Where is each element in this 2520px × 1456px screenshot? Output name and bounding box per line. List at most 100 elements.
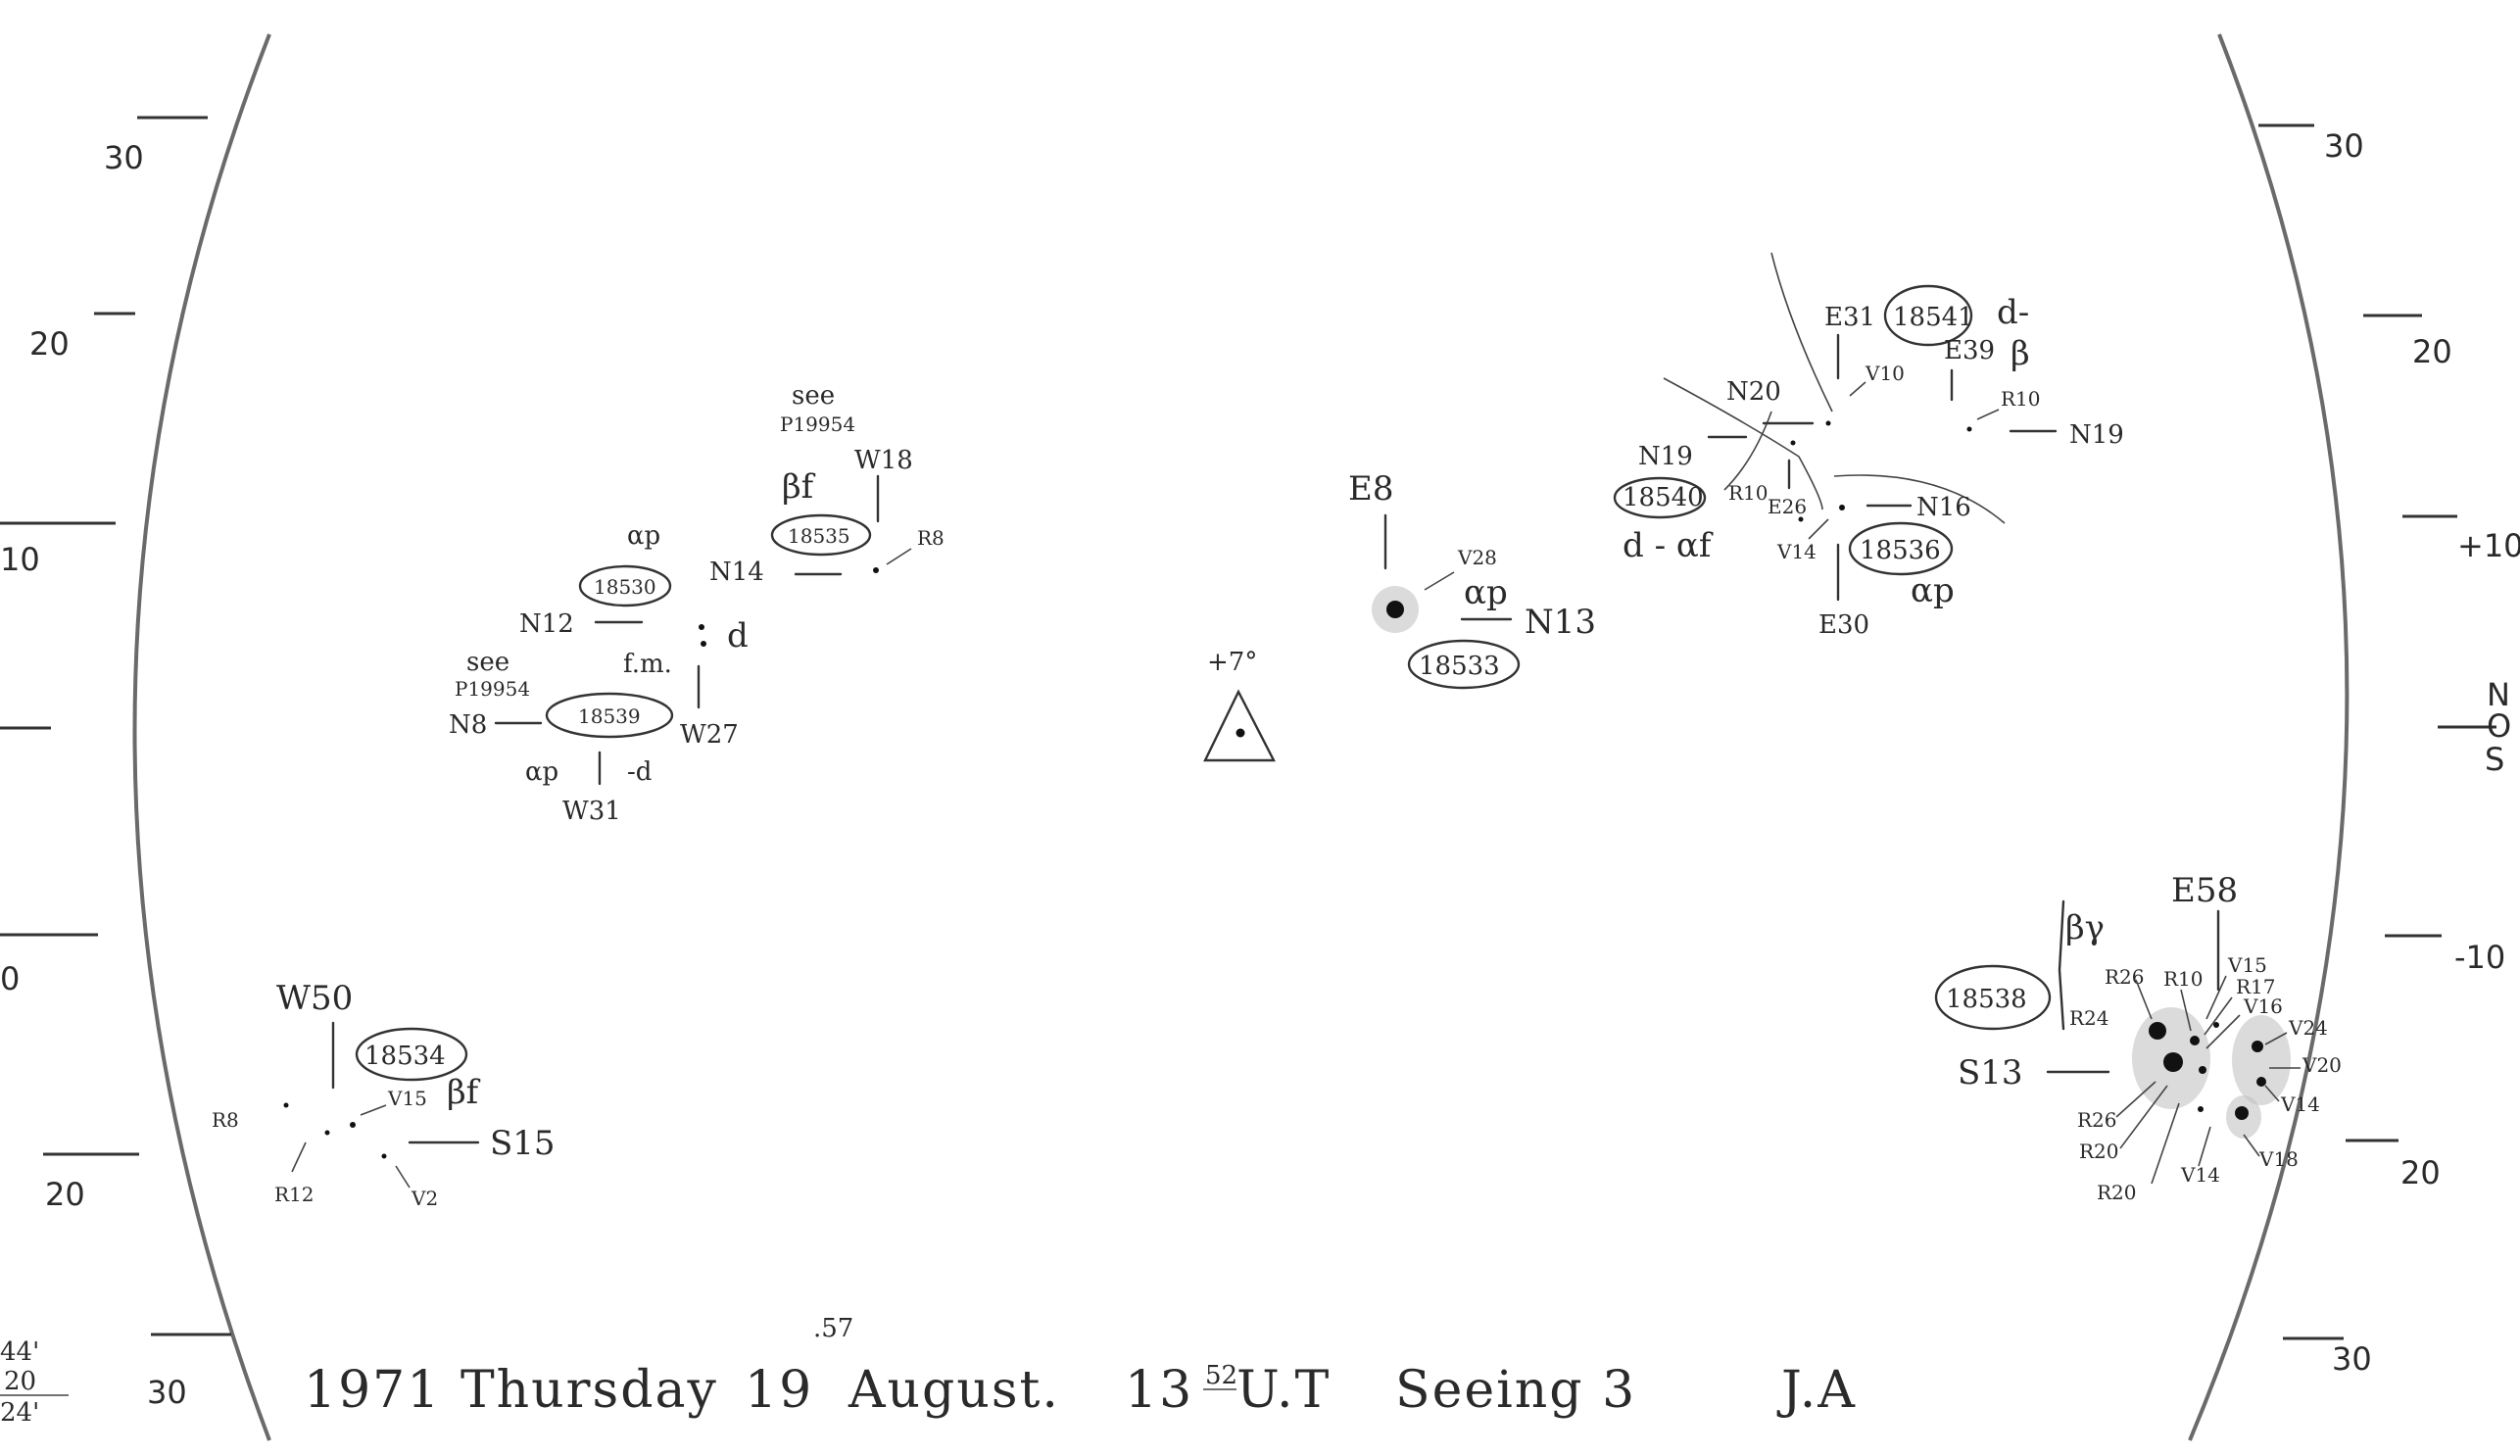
- scale-label: +10: [2457, 527, 2520, 564]
- group-type: -d: [627, 757, 652, 787]
- spot-label: R12: [274, 1183, 315, 1206]
- spot-label: R20: [2079, 1140, 2119, 1163]
- group-class: αp: [1911, 571, 1955, 610]
- group-note: f.m.: [623, 650, 672, 679]
- right-latitude-scale: 30 20 +10 N O S -10 20 30: [2258, 123, 2520, 1378]
- spot-label: V14: [2280, 1092, 2320, 1116]
- group-type: d-: [1997, 293, 2029, 332]
- row-label: S13: [1958, 1053, 2023, 1092]
- see-note: see: [466, 648, 509, 677]
- position-label: W27: [680, 720, 739, 750]
- position-label: W18: [854, 446, 913, 475]
- scale-label: 30: [2332, 1340, 2372, 1378]
- spot-label: V15: [387, 1087, 427, 1110]
- spot-label: V24: [2288, 1016, 2328, 1040]
- position-label: E58: [2171, 871, 2238, 910]
- group-number: 18539: [578, 704, 641, 728]
- spot-label: V16: [2243, 995, 2283, 1018]
- spot-label: R8: [212, 1108, 239, 1132]
- row-label: N20: [1726, 377, 1781, 407]
- left-latitude-scale: 30 20 10 0 20 30: [0, 116, 231, 1411]
- scale-label: 0: [0, 960, 20, 997]
- footer-day: Thursday: [460, 1361, 718, 1420]
- spot-label: R20: [2097, 1181, 2137, 1204]
- group-class: βγ: [2065, 908, 2105, 947]
- scale-label: O: [2487, 707, 2511, 745]
- row-label: N12: [519, 609, 574, 639]
- spot-label: V18: [2258, 1147, 2299, 1171]
- plate-ref: P19954: [455, 677, 530, 701]
- row-label: N14: [709, 558, 764, 587]
- group-number: 18534: [364, 1042, 446, 1071]
- group-class: αp: [525, 757, 558, 787]
- scale-label: 10: [0, 541, 40, 578]
- see-note: see: [792, 381, 835, 411]
- solar-limb-right: [2188, 33, 2350, 1441]
- spot-label: V15: [2227, 953, 2267, 977]
- group-class: αp: [1464, 573, 1508, 612]
- spot-label: R10: [2001, 387, 2041, 411]
- group-18535: see P19954 βf W18 18535 N14 R8: [709, 381, 945, 587]
- group-class: β: [2011, 334, 2030, 373]
- group-class: βf: [447, 1073, 481, 1112]
- spot-label: E26: [1768, 495, 1807, 518]
- spot-label: R10: [1728, 481, 1769, 505]
- spot-label: R26: [2077, 1108, 2117, 1132]
- spot-label: V14: [1776, 540, 1817, 563]
- solar-limb-left: [132, 33, 271, 1441]
- spot-label: R10: [2163, 967, 2204, 991]
- position-label: E39: [1944, 336, 1995, 365]
- position-label: W31: [562, 797, 621, 826]
- scale-label: 20: [2400, 1154, 2441, 1191]
- row-label: N13: [1525, 603, 1596, 642]
- spot-label: V10: [1865, 362, 1905, 385]
- footer-seeing: Seeing 3: [1395, 1361, 1636, 1420]
- group-18539: see P19954 N8 18539 αp -d W31: [449, 648, 674, 826]
- corner-notes: 44' 20 24': [0, 1337, 69, 1428]
- footer-time-super: 52: [1205, 1361, 1237, 1390]
- row-label: N19: [2069, 420, 2124, 450]
- footer-date-super: .57: [813, 1314, 853, 1343]
- spot-label: R24: [2069, 1006, 2109, 1030]
- group-18538: βγ E58 18538 S13 R26 R10 V15 R17 V16 R24…: [1934, 871, 2342, 1204]
- group-number: 18533: [1419, 652, 1500, 681]
- group-number: 18535: [788, 524, 850, 548]
- position-label: W50: [276, 979, 353, 1018]
- row-label: N19: [1638, 442, 1693, 471]
- group-number: 18530: [594, 575, 656, 599]
- pole-label: +7°: [1207, 648, 1257, 677]
- row-label: N8: [449, 710, 487, 740]
- pole-marker: +7°: [1203, 648, 1276, 762]
- group-18530: αp 18530 N12 f.m. d W27: [519, 521, 749, 750]
- corner-note: 24': [0, 1398, 39, 1428]
- group-18534: W50 18534 βf R8 V15 S15 R12 V2: [212, 979, 556, 1210]
- group-number: 18536: [1860, 536, 1941, 565]
- group-18533: E8 V28 αp N13 18533: [1348, 469, 1596, 690]
- group-class: αp: [627, 521, 660, 551]
- scale-label: -10: [2454, 939, 2505, 976]
- scale-label: 20: [2412, 333, 2452, 370]
- group-type: d: [727, 616, 749, 655]
- group-number: 18538: [1946, 985, 2027, 1014]
- footer-time-unit: U.T: [1236, 1361, 1331, 1420]
- plate-ref: P19954: [780, 413, 855, 436]
- row-label: N16: [1916, 493, 1971, 522]
- position-label: E31: [1824, 303, 1875, 332]
- scale-label: 30: [147, 1374, 187, 1411]
- footer-month: August.: [848, 1361, 1060, 1420]
- spot-label: R17: [2236, 975, 2276, 998]
- group-type: d - αf: [1623, 526, 1714, 565]
- spot-label: V14: [2180, 1163, 2220, 1187]
- scale-label: 20: [29, 325, 70, 363]
- scale-label: N: [2487, 676, 2510, 713]
- corner-note: 44': [0, 1337, 39, 1367]
- footer-year: 1971: [304, 1361, 441, 1420]
- scale-label: 30: [2324, 127, 2364, 165]
- group-number: 18540: [1623, 483, 1704, 512]
- position-label: E8: [1348, 469, 1393, 509]
- footer-caption: 1971 Thursday 19 .57 August. 13 52 U.T S…: [304, 1314, 1855, 1420]
- group-cluster-northeast: E31 18541 d- E39 β V10 R10 N19 N20 N19 1…: [1613, 252, 2124, 640]
- corner-note: 20: [4, 1367, 36, 1396]
- scale-label: 30: [104, 139, 144, 176]
- spot-label: V20: [2302, 1053, 2342, 1077]
